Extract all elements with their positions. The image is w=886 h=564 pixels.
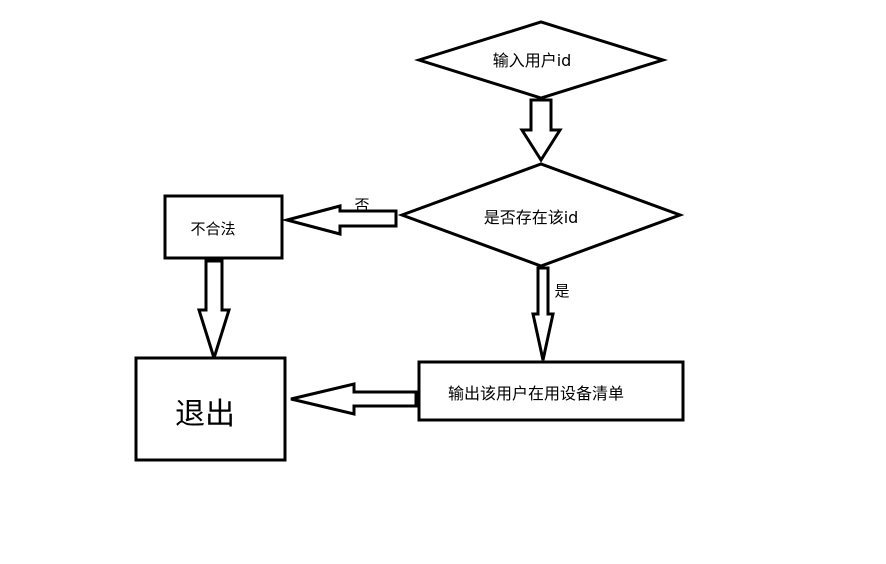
exit-label: 退出 bbox=[175, 397, 235, 432]
arrow-check-to-invalid bbox=[281, 204, 398, 236]
invalid-label: 不合法 bbox=[190, 220, 235, 238]
output-devices-label: 输出该用户在用设备清单 bbox=[448, 384, 624, 403]
exit-node: 退出 bbox=[134, 356, 287, 462]
input-user-id-node: 输入用户id bbox=[413, 20, 669, 100]
arrow-invalid-to-exit bbox=[196, 259, 232, 364]
output-devices-box bbox=[417, 360, 685, 422]
no-edge-label: 否 bbox=[354, 196, 369, 214]
check-exists-node: 是否存在该id bbox=[397, 162, 685, 268]
input-user-id-diamond bbox=[413, 20, 669, 100]
check-exists-label: 是否存在该id bbox=[484, 208, 579, 227]
output-devices-node: 输出该用户在用设备清单 bbox=[417, 360, 685, 422]
arrow-input-to-check bbox=[519, 98, 563, 163]
yes-edge-label: 是 bbox=[554, 282, 569, 300]
arrow-check-to-output bbox=[531, 266, 555, 361]
check-exists-diamond bbox=[397, 162, 685, 268]
invalid-box bbox=[163, 194, 284, 260]
arrow-output-to-exit bbox=[290, 382, 418, 416]
input-user-id-label: 输入用户id bbox=[493, 51, 572, 70]
invalid-node: 不合法 bbox=[163, 194, 284, 260]
exit-box bbox=[134, 356, 287, 462]
